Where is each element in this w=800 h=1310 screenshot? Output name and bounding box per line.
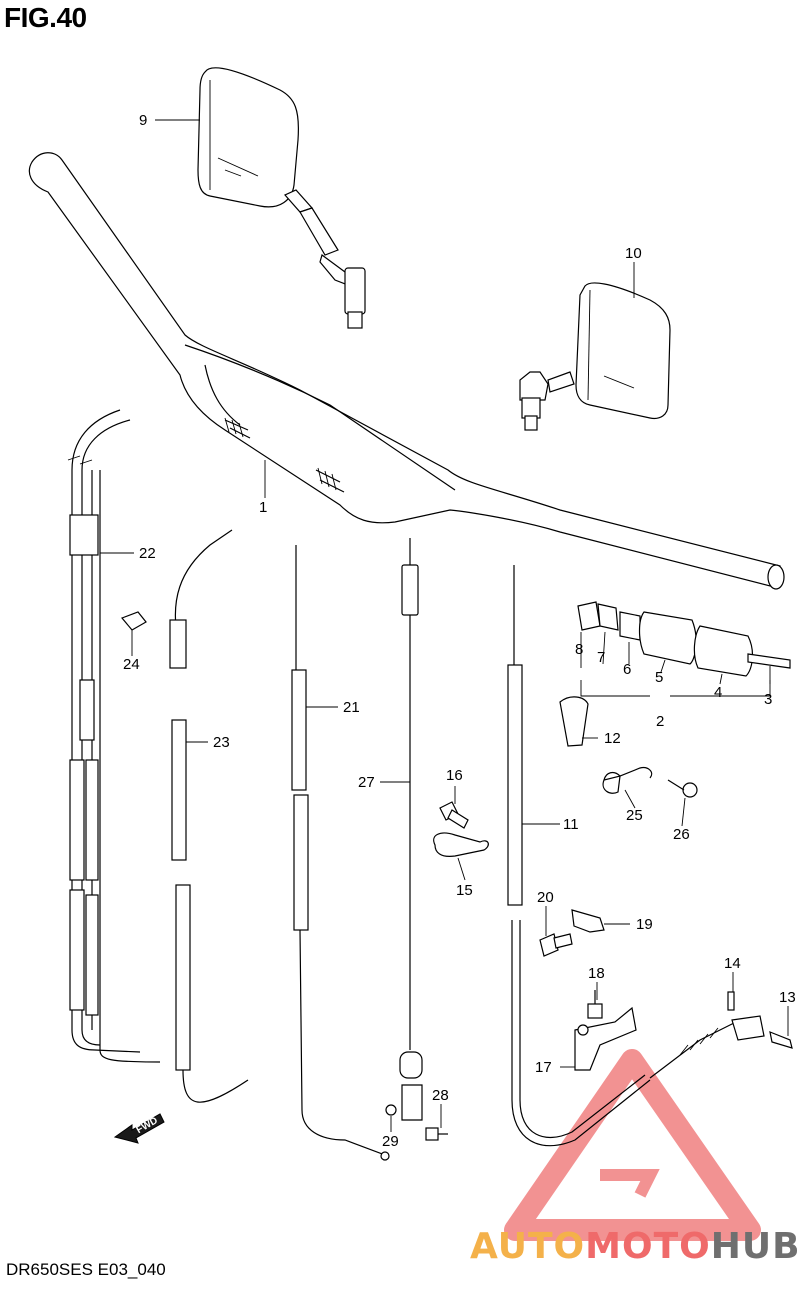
cable-21 [291, 545, 390, 1161]
callout-15: 15 [456, 882, 473, 899]
callout-27: 27 [358, 774, 375, 791]
bracket-19 [571, 909, 605, 933]
callout-25: 25 [626, 807, 643, 824]
callout-7: 7 [597, 649, 605, 666]
callout-numbers: 1 2 3 4 5 6 7 8 9 10 11 12 13 14 15 16 1… [123, 112, 796, 1150]
callout-6: 6 [623, 661, 631, 678]
handlebar [28, 152, 785, 590]
screw-26 [667, 779, 698, 798]
left-mirror [197, 67, 366, 329]
callout-4: 4 [714, 684, 722, 701]
fwd-arrow: FWD [113, 1113, 165, 1144]
callout-17: 17 [535, 1059, 552, 1076]
callout-24: 24 [123, 656, 140, 673]
fwd-label: FWD [135, 1115, 160, 1136]
bolt-28 [425, 1127, 448, 1141]
callout-16: 16 [446, 767, 463, 784]
clutch-cable [507, 565, 741, 1147]
watermark-hub: HUB [710, 1226, 800, 1267]
cable-23 [169, 529, 249, 1103]
right-mirror [519, 282, 671, 431]
callout-5: 5 [655, 669, 663, 686]
watermark-auto: AUTO [470, 1226, 586, 1267]
throttle-cables [67, 409, 161, 1063]
callout-2: 2 [656, 713, 664, 730]
callout-22: 22 [139, 545, 156, 562]
callout-20: 20 [537, 889, 554, 906]
diagram-code: DR650SES E03_040 [6, 1260, 166, 1279]
watermark-triangle [504, 1049, 761, 1241]
bolt-18 [587, 990, 603, 1019]
watermark-moto: MOTO [585, 1226, 711, 1267]
part-12 [559, 696, 589, 747]
callout-23: 23 [213, 734, 230, 751]
callout-9: 9 [139, 112, 147, 129]
grip-assembly [577, 601, 791, 697]
callout-11: 11 [563, 816, 579, 833]
callout-29: 29 [382, 1133, 399, 1150]
bolt-13 [731, 1015, 793, 1049]
callout-28: 28 [432, 1087, 449, 1104]
cable-tie-15 [433, 832, 489, 857]
callout-26: 26 [673, 826, 690, 843]
callout-21: 21 [343, 699, 360, 716]
watermark-logo: AUTOMOTOHUB [470, 1226, 800, 1267]
figure-title: FIG.40 [4, 2, 87, 33]
clamp-24 [120, 611, 147, 631]
bracket-17 [574, 1006, 637, 1071]
cable-27 [399, 538, 423, 1121]
callout-19: 19 [636, 916, 653, 933]
callout-12: 12 [604, 730, 621, 747]
callout-1: 1 [259, 499, 267, 516]
pin-14 [727, 991, 735, 1011]
callout-8: 8 [575, 641, 583, 658]
bolt-20 [539, 933, 573, 957]
part-25 [602, 767, 653, 794]
callout-10: 10 [625, 245, 642, 262]
callout-14: 14 [724, 955, 741, 972]
clip-29 [385, 1104, 397, 1116]
callout-13: 13 [779, 989, 796, 1006]
callout-3: 3 [764, 691, 772, 708]
bolt-16 [439, 801, 469, 829]
callout-18: 18 [588, 965, 605, 982]
leader-lines [100, 119, 789, 1132]
